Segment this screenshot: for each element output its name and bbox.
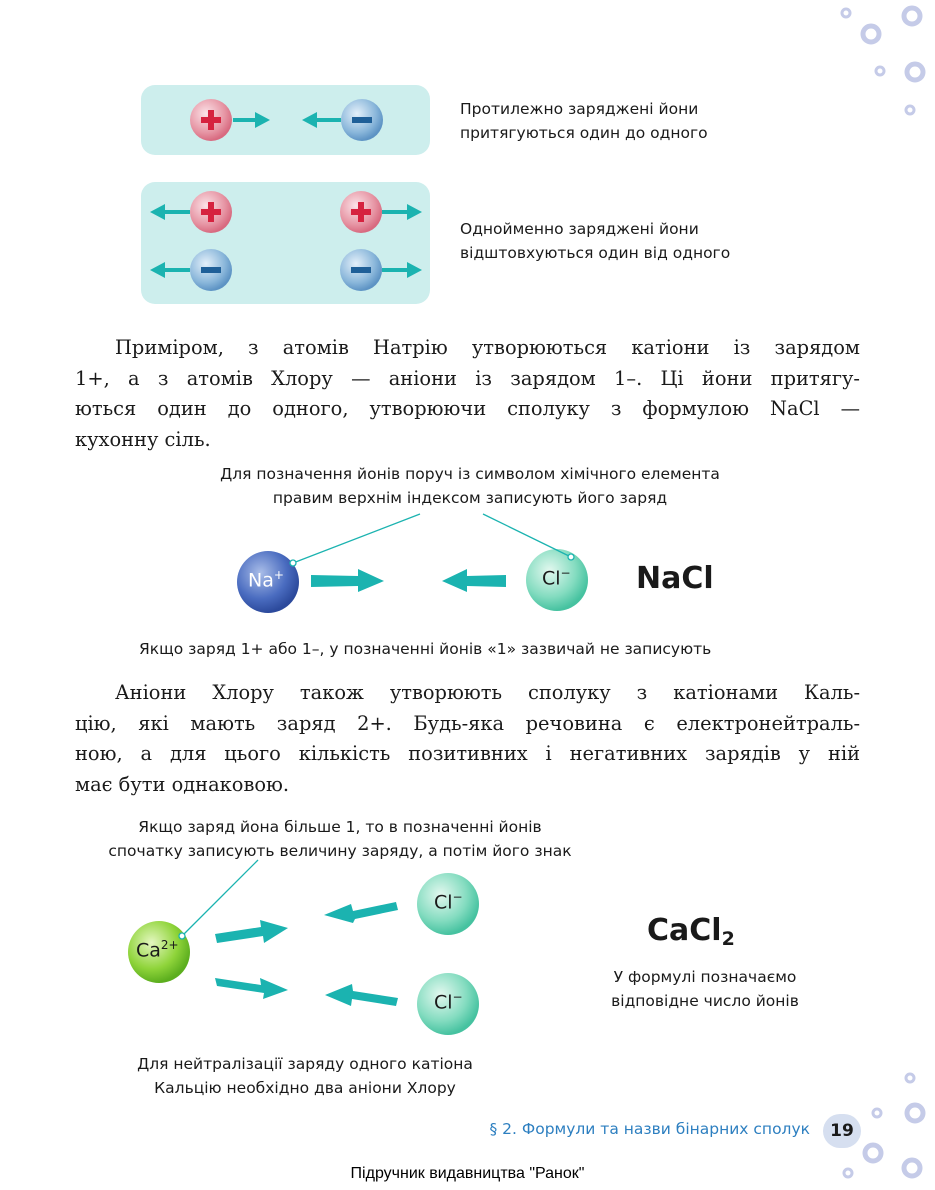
decor-dot <box>874 65 886 77</box>
pointer-line <box>292 513 421 564</box>
paragraph-line: ються один до одного, утворюючи сполуку … <box>75 397 860 420</box>
minus-ion <box>190 249 232 291</box>
decor-dot <box>901 1157 923 1179</box>
paragraph-line: Приміром, з атомів Натрію утворюються ка… <box>115 336 860 359</box>
minus-ion <box>341 99 383 141</box>
ion-charge: − <box>560 566 571 580</box>
decor-dot <box>862 1142 884 1164</box>
paragraph-line: цію, які мають заряд 2+. Будь-яка речови… <box>75 711 860 735</box>
arrow-right <box>382 204 422 220</box>
caption-line: Однойменно заряджені йони <box>460 220 699 238</box>
ion-symbol: Ca <box>136 939 161 962</box>
caption-line: спочатку записують величину заряду, а по… <box>108 842 572 860</box>
cacl2-note: Якщо заряд йона більше 1, то в позначенн… <box>60 815 620 863</box>
decor-dot <box>904 1072 916 1084</box>
repel-caption: Однойменно заряджені йони відштовхуються… <box>460 217 730 265</box>
pointer-dot <box>178 932 186 940</box>
cl-ion <box>417 973 479 1035</box>
decor-dot <box>840 7 852 19</box>
attract-caption: Протилежно заряджені йони притягуються о… <box>460 97 708 145</box>
decor-dot <box>871 1107 883 1119</box>
nacl-formula: NaCl <box>636 561 714 596</box>
caption-line: У формулі позначаємо <box>613 968 797 986</box>
cacl2-formula-note: У формулі позначаємо відповідне число йо… <box>580 965 830 1013</box>
cacl2-bottom-note: Для нейтралізації заряду одного катіона … <box>80 1052 530 1100</box>
ion-symbol: Cl <box>434 991 453 1014</box>
ion-symbol: Na <box>248 569 274 592</box>
decor-dot <box>842 1167 854 1179</box>
minus-ion <box>340 249 382 291</box>
caption-line: правим верхнім індексом записують його з… <box>272 489 668 507</box>
pointer-line <box>482 513 572 558</box>
ion-charge: − <box>452 890 463 904</box>
paragraph-line: ною, а для цього кількість позитивних і … <box>75 742 860 765</box>
caption-line: відповідне число йонів <box>611 992 799 1010</box>
ca-ion-label: Ca2+ <box>136 938 179 961</box>
cl-ion <box>526 549 588 611</box>
plus-ion <box>190 99 232 141</box>
cacl2-formula: CaCl2 <box>647 913 735 950</box>
nacl-note: Для позначення йонів поруч із символом х… <box>140 462 800 510</box>
paragraph-1: Приміром, з атомів Натрію утворюються ка… <box>75 333 860 455</box>
paragraph-line: кухонну сіль. <box>75 427 211 451</box>
formula-subscript: 2 <box>721 928 735 950</box>
ca-ion <box>128 921 190 983</box>
publisher-line: Підручник видавництва "Ранок" <box>350 1165 585 1182</box>
caption-line: притягуються один до одного <box>460 124 708 142</box>
decor-dot <box>860 23 882 45</box>
arrow-left <box>302 112 341 128</box>
repel-panel <box>141 182 430 304</box>
decor-dot <box>904 61 926 83</box>
ion-symbol: Cl <box>434 891 453 914</box>
arrow-left <box>442 569 506 592</box>
cl-ion-label: Cl− <box>434 990 463 1013</box>
cl-ion <box>417 873 479 935</box>
pointer-dot <box>289 559 297 567</box>
ion-symbol: Cl <box>542 567 561 590</box>
arrow-right <box>215 920 288 943</box>
decor-dot <box>904 1102 926 1124</box>
paragraph-line: має бути однаковою. <box>75 772 290 796</box>
plus-ion <box>340 191 382 233</box>
arrow-left <box>150 262 190 278</box>
ion-charge: + <box>273 568 284 582</box>
arrow-right <box>311 569 384 592</box>
caption-line: Для позначення йонів поруч із символом х… <box>220 465 720 483</box>
arrow-right <box>233 112 270 128</box>
formula-main: CaCl <box>647 913 722 948</box>
paragraph-line: 1+, а з атомів Хлору — аніони із зарядом… <box>75 366 860 390</box>
nacl-bottom-note: Якщо заряд 1+ або 1–, у позначенні йонів… <box>139 640 712 658</box>
caption-line: відштовхуються один від одного <box>460 244 731 262</box>
cl-ion-label: Cl− <box>434 890 463 913</box>
arrow-left <box>324 902 398 923</box>
caption-line: Кальцію необхідно два аніони Хлору <box>154 1079 456 1097</box>
paragraph-2: Аніони Хлору також утворюють сполуку з к… <box>75 678 860 800</box>
arrow-right <box>382 262 422 278</box>
decor-dot <box>901 5 923 27</box>
na-ion-label: Na+ <box>248 568 284 591</box>
page-number: 19 <box>823 1114 861 1148</box>
decor-dot <box>904 104 916 116</box>
caption-line: Для нейтралізації заряду одного катіона <box>137 1055 473 1073</box>
section-title: § 2. Формули та назви бінарних сполук <box>489 1120 810 1138</box>
caption-line: Якщо заряд йона більше 1, то в позначенн… <box>138 818 542 836</box>
arrow-right <box>215 978 288 999</box>
pointer-line <box>181 859 259 937</box>
ion-charge: − <box>452 990 463 1004</box>
plus-ion <box>190 191 232 233</box>
pointer-dot <box>567 553 575 561</box>
na-ion <box>237 551 299 613</box>
arrow-left <box>325 984 398 1006</box>
arrow-left <box>150 204 190 220</box>
paragraph-line: Аніони Хлору також утворюють сполуку з к… <box>115 681 860 704</box>
cl-ion-label: Cl− <box>542 566 571 589</box>
caption-line: Протилежно заряджені йони <box>460 100 699 118</box>
ion-charge: 2+ <box>160 938 179 952</box>
